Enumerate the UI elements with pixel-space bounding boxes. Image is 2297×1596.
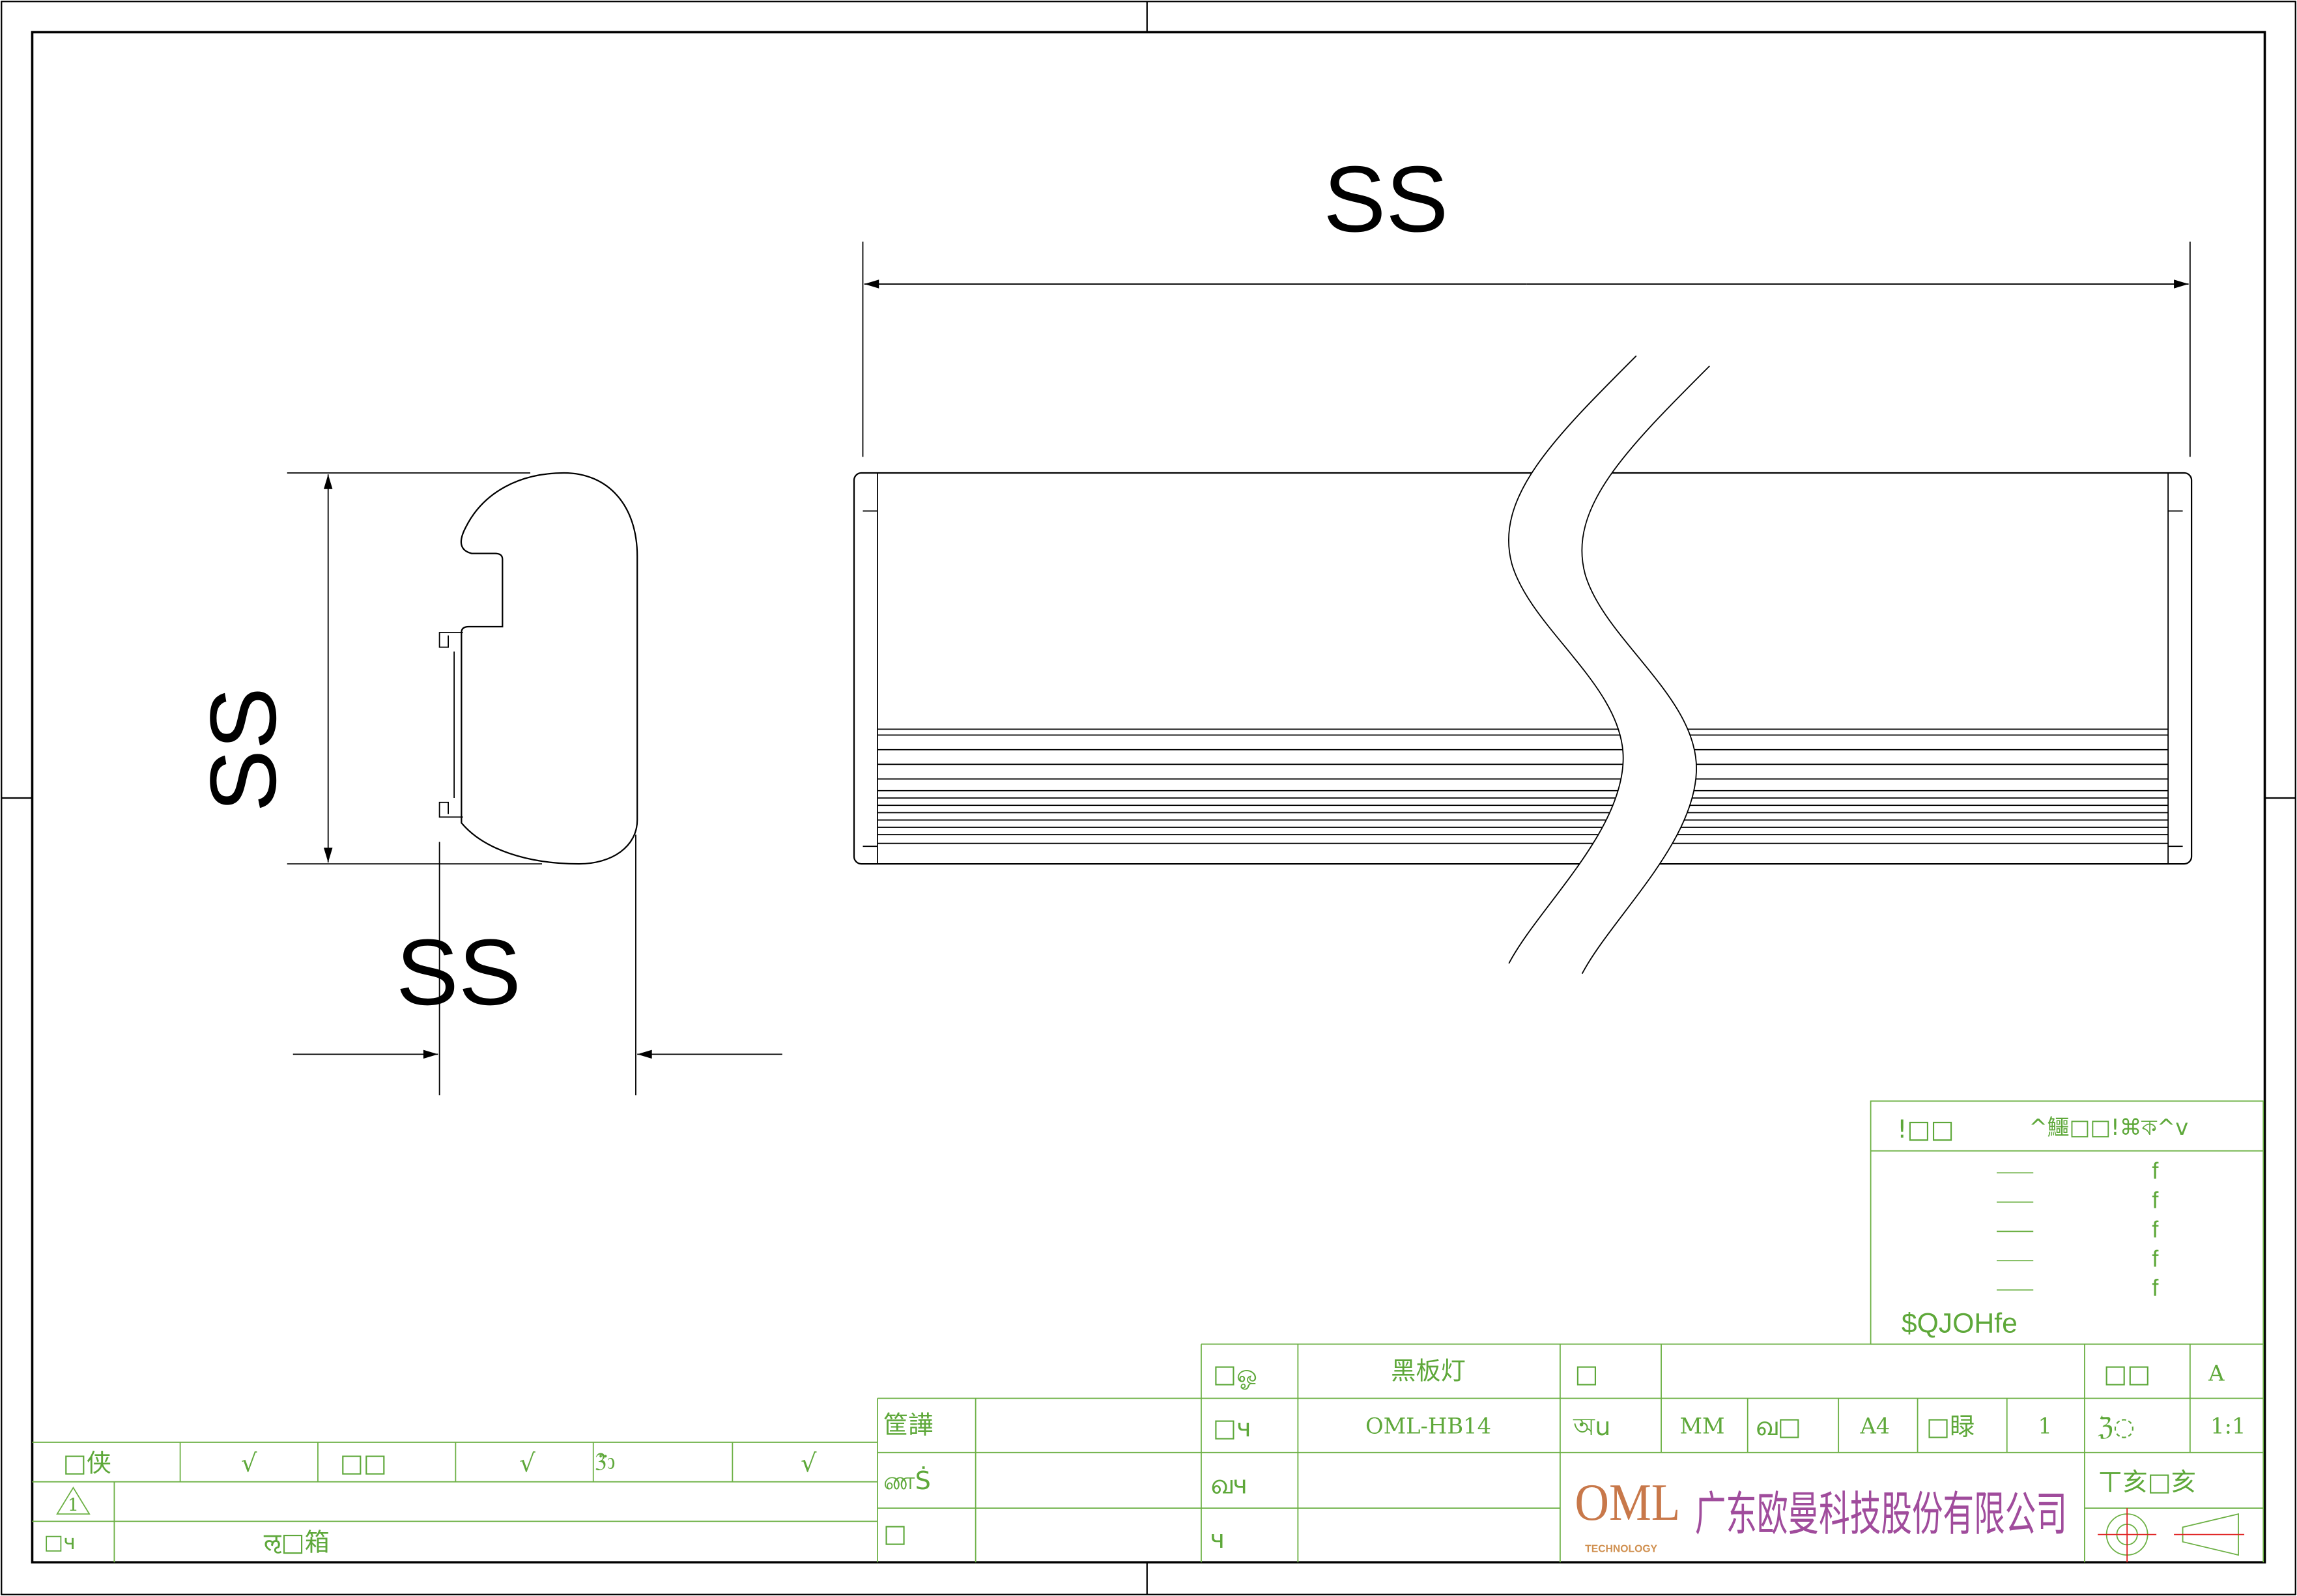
projection-symbol-icon (2098, 1508, 2245, 1563)
break-line (1508, 355, 1637, 964)
check-mark: √ (801, 1449, 817, 1478)
width-label: SS (396, 920, 521, 1025)
note-value: ऌ□箱 (264, 1528, 330, 1557)
qty-value: 1 (2038, 1414, 2051, 1439)
sheet-label: □□ (2104, 1360, 2150, 1389)
date-label: ч (1210, 1526, 1225, 1554)
revision-number: 1 (68, 1496, 79, 1516)
tolerance-block: !□□ ^鱷□□!⌘ক^v f f f f f $QJOHfe (1870, 1100, 2264, 1345)
material-label: □ (1575, 1360, 1598, 1389)
title-block: □ஓ 黑板灯 □ □□ A 筐譁 □ч OML-HB14 অu MM ഖ□ A4… (877, 1343, 2264, 1563)
approver-label: □ (883, 1520, 907, 1548)
tolerance-value: f (2152, 1216, 2159, 1242)
check-mark: √ (519, 1449, 535, 1478)
designer-label: 筐譁 (883, 1412, 933, 1440)
revision-table: □侠 √ □□ √ 3̈ා √ 1 □ч ऌ□箱 (32, 1442, 877, 1563)
length-label: SS (1323, 147, 1448, 251)
check-label: □□ (340, 1449, 387, 1478)
scale-value: 1:1 (2210, 1414, 2246, 1439)
note-label: □ч (44, 1531, 75, 1554)
check-label: 3̈ා (595, 1448, 616, 1477)
tolerance-value: f (2152, 1157, 2159, 1184)
profile-side-view (853, 355, 2193, 975)
projection-label: ㄒ亥□亥 (2098, 1468, 2196, 1497)
scale-label: ℨ◌ (2098, 1413, 2135, 1442)
model-value: OML-HB14 (1365, 1414, 1491, 1439)
model-label: □ч (1213, 1414, 1251, 1443)
tolerance-header-right: ^鱷□□!⌘ক^v (2029, 1115, 2188, 1140)
tolerance-value: f (2152, 1186, 2159, 1213)
logo-text: OML (1575, 1473, 1680, 1532)
unit-value: MM (1679, 1414, 1724, 1439)
unit-label: অu (1573, 1413, 1610, 1442)
company-logo: OML TECHNOLOGY 广东欧曼科技股份有限公司 (1575, 1473, 2067, 1554)
tolerance-value: f (2152, 1274, 2159, 1301)
size-value: A4 (1859, 1414, 1890, 1439)
name-label: □ஓ (1213, 1360, 1257, 1389)
reviewer-label: ഖч (1210, 1472, 1247, 1500)
sheet-value: A (2208, 1361, 2225, 1386)
length-dimension: SS (862, 147, 2191, 457)
name-value: 黑板灯 (1391, 1357, 1466, 1386)
break-line (1581, 365, 1710, 975)
height-label: SS (192, 687, 296, 812)
profile-cross-section: SS SS (192, 472, 782, 1096)
size-label: ഖ□ (1755, 1413, 1801, 1442)
company-name: 广东欧曼科技股份有限公司 (1695, 1487, 2067, 1541)
check-label: □侠 (63, 1449, 111, 1478)
tolerance-value: f (2152, 1245, 2159, 1272)
tolerance-header-left: !□□ (1897, 1115, 1954, 1144)
tolerance-footer: $QJOHfe (1902, 1307, 2018, 1339)
qty-label: □睩 (1926, 1413, 1975, 1442)
checker-label: ணṠ (883, 1466, 931, 1496)
logo-subtext: TECHNOLOGY (1585, 1544, 1657, 1555)
check-mark: √ (241, 1449, 257, 1478)
break-region (1508, 356, 1710, 974)
revision-triangle-icon: 1 (56, 1486, 91, 1516)
